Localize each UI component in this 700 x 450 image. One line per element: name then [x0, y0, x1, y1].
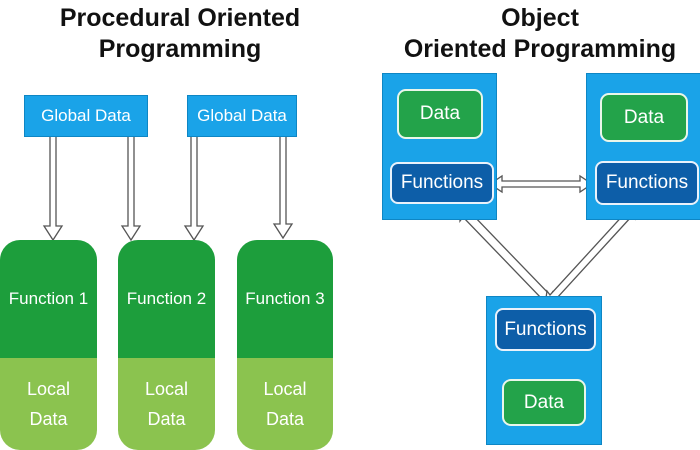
function-column: Function 1 Local Data — [0, 240, 97, 450]
procedural-title: Procedural Oriented Programming — [40, 3, 320, 65]
local-data-box: Local Data — [0, 358, 97, 450]
local-data-line1: Local — [263, 379, 307, 399]
object-box: Data Functions — [586, 73, 700, 220]
arrow-global1-function1 — [42, 134, 64, 242]
object-functions-box: Functions — [495, 308, 596, 351]
function-column: Function 2 Local Data — [118, 240, 215, 450]
object-box: Functions Data — [486, 296, 602, 445]
local-data-box: Local Data — [237, 358, 333, 450]
function-column: Function 3 Local Data — [237, 240, 333, 450]
arrow-global2-function3 — [272, 134, 294, 240]
local-data-line2: Data — [29, 409, 68, 429]
global-data-box: Global Data — [24, 95, 148, 137]
arrow-functions2-functions3 — [544, 204, 637, 306]
object-functions-box: Functions — [595, 161, 699, 205]
object-data-box: Data — [397, 89, 483, 139]
object-data-box: Data — [502, 379, 586, 426]
function-box: Function 1 — [0, 240, 97, 358]
procedural-title-line2: Programming — [98, 35, 262, 63]
function-box: Function 2 — [118, 240, 215, 358]
local-data-box: Local Data — [118, 358, 215, 450]
local-data-line1: Local — [26, 379, 71, 399]
object-data-box: Data — [600, 93, 688, 142]
function-box: Function 3 — [237, 240, 333, 358]
oop-title: Object Oriented Programming — [390, 3, 690, 65]
object-box: Data Functions — [382, 73, 497, 220]
arrow-global1-function2 — [120, 134, 142, 242]
local-data-line1: Local — [144, 379, 189, 399]
procedural-title-line1: Procedural Oriented — [59, 4, 301, 32]
object-functions-box: Functions — [390, 162, 494, 204]
oop-title-line2: Oriented Programming — [403, 35, 677, 63]
local-data-line2: Data — [265, 409, 305, 429]
oop-title-line1: Object — [501, 4, 579, 32]
global-data-box: Global Data — [187, 95, 297, 137]
arrow-functions1-functions2 — [488, 174, 594, 194]
local-data-line2: Data — [147, 409, 186, 429]
arrow-functions1-functions3 — [459, 204, 554, 307]
arrow-global2-function2 — [183, 134, 205, 242]
